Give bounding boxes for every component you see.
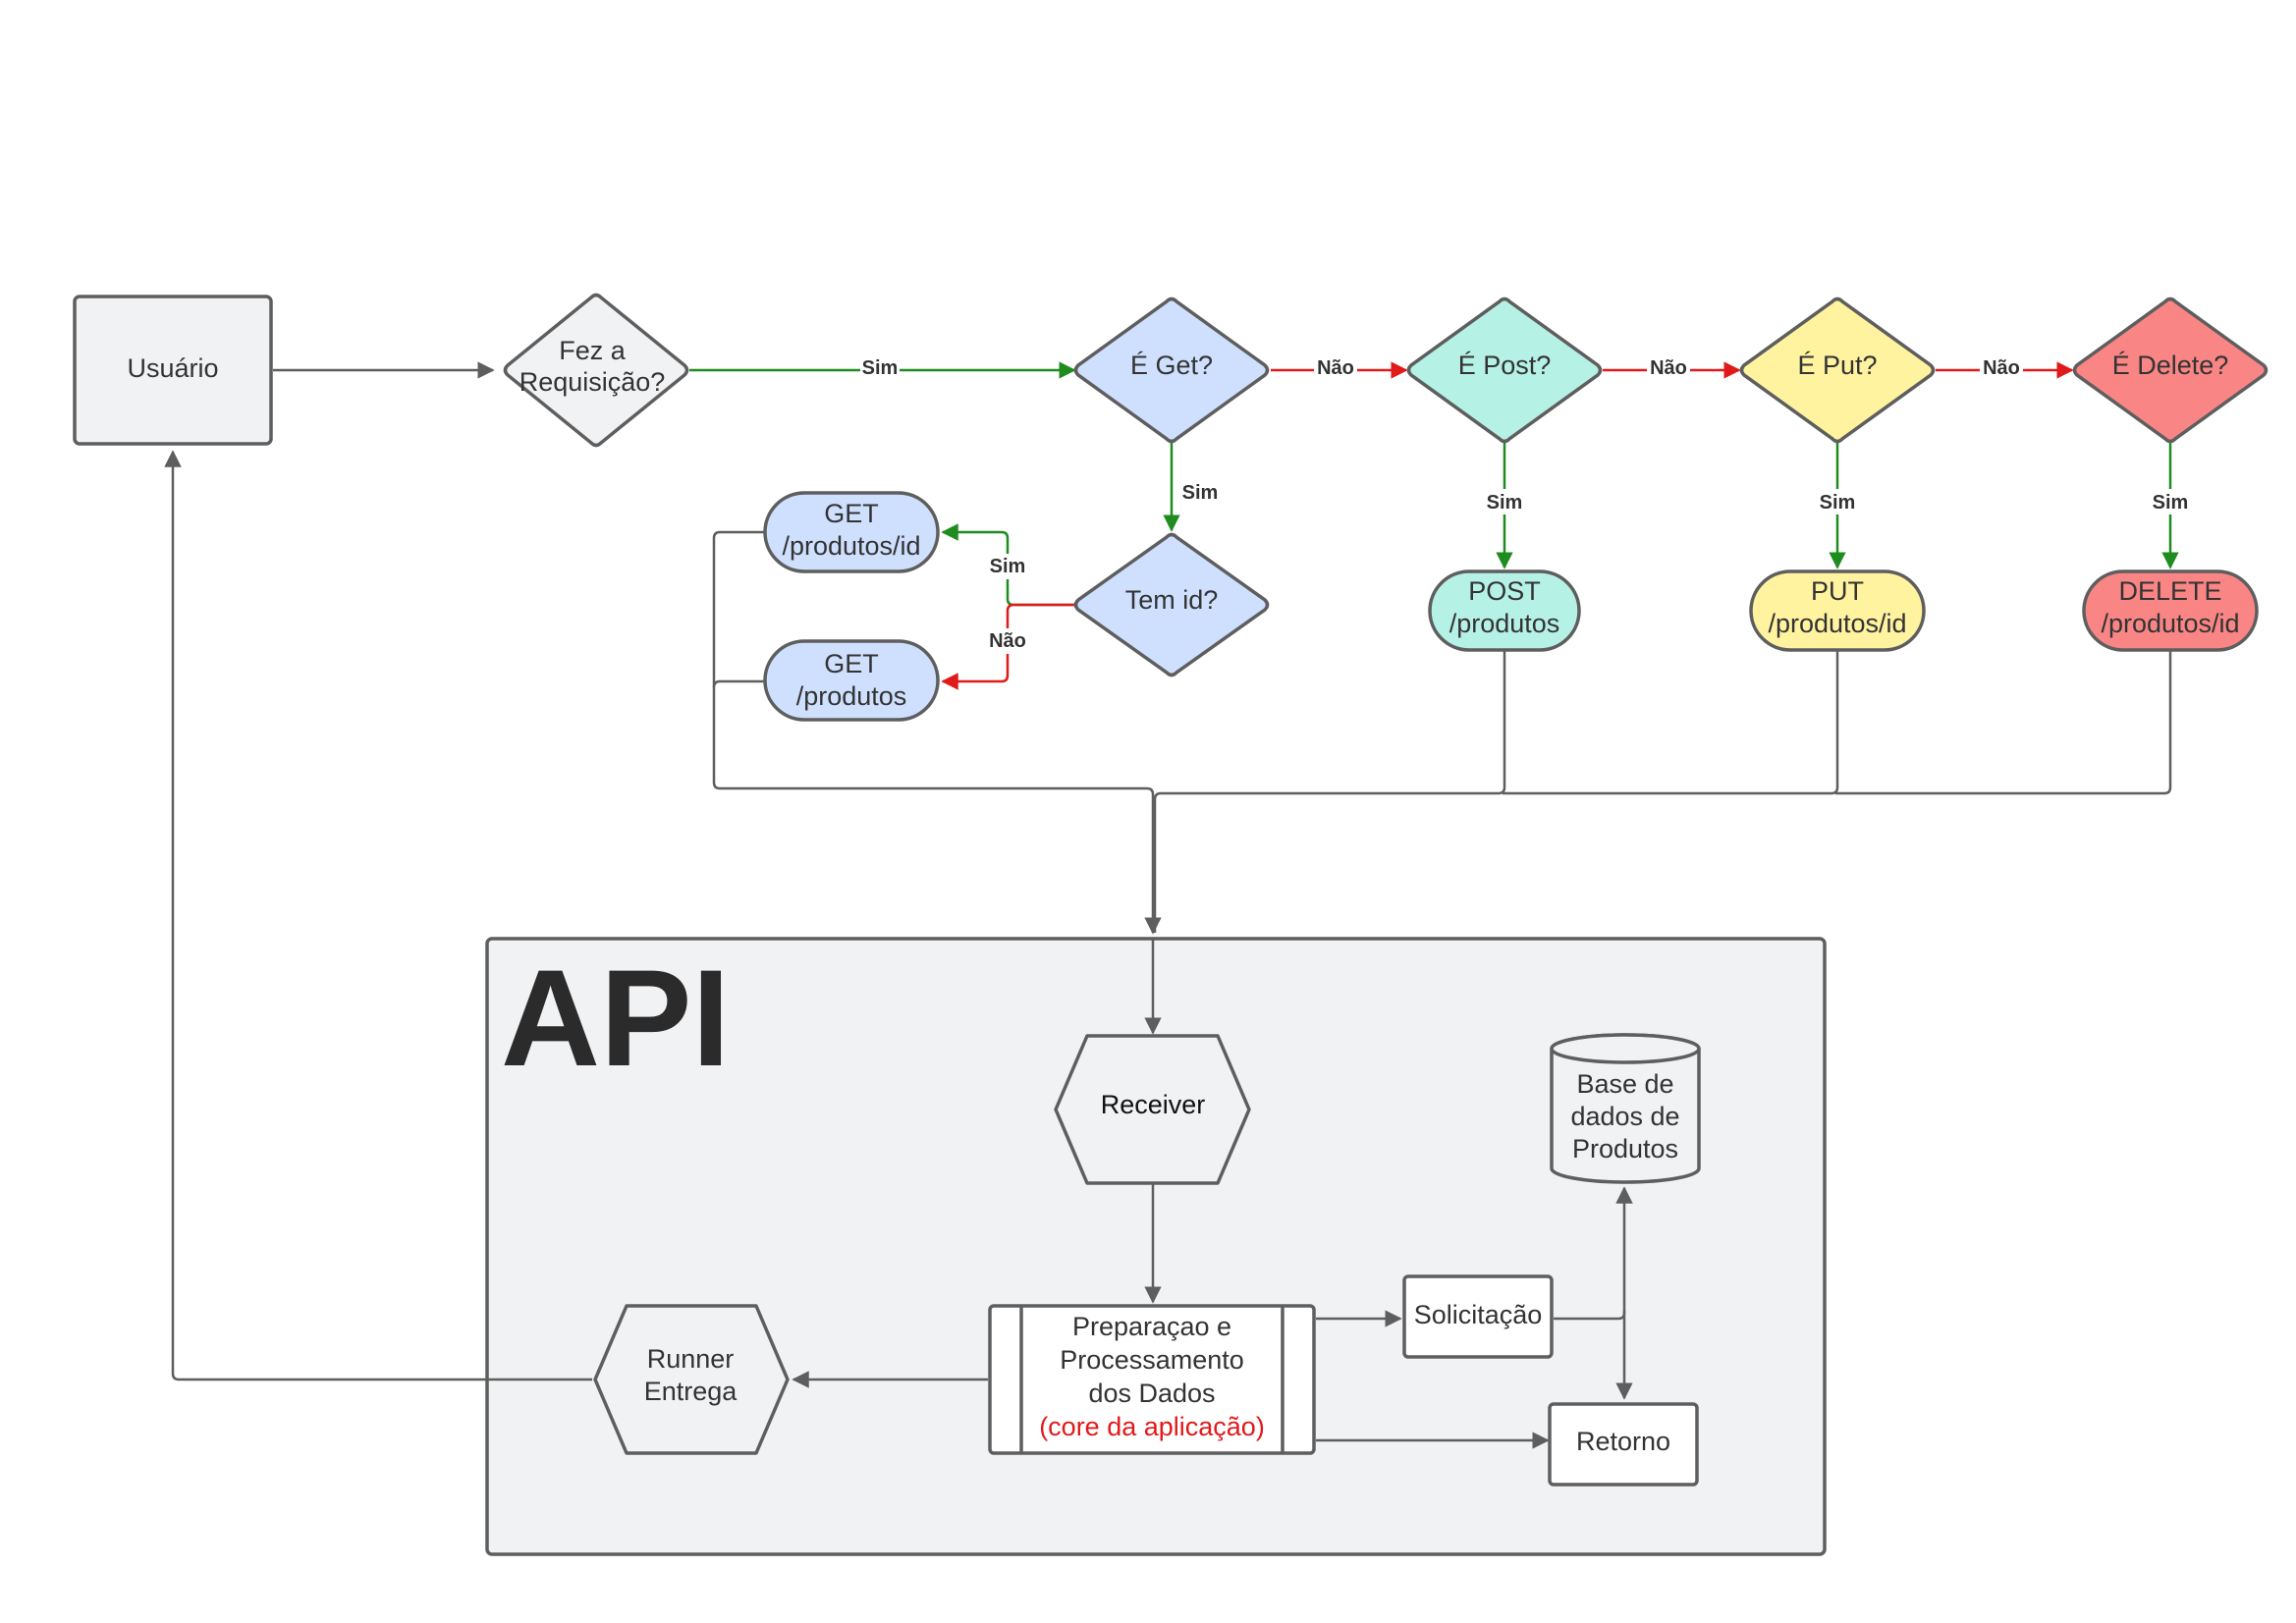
post-label-2: /produtos: [1449, 609, 1560, 638]
edge-getall-to-merge: [712, 679, 765, 688]
node-solicitacao[interactable]: Solicitação: [1402, 1274, 1554, 1359]
database-label-2: dados de: [1570, 1102, 1679, 1131]
get-id-label-2: /produtos/id: [782, 531, 920, 561]
processing-label-2: Processamento: [1060, 1345, 1244, 1375]
delete-label-2: /produtos/id: [2101, 609, 2239, 638]
node-e-get[interactable]: É Get?: [1073, 297, 1270, 444]
label-nao-temid: Não: [989, 630, 1026, 652]
node-receiver[interactable]: Receiver: [1054, 1034, 1251, 1185]
edge-postnode-to-merge: [1153, 649, 1506, 933]
solicitacao-label: Solicitação: [1414, 1300, 1543, 1329]
delete-label-1: DELETE: [2118, 576, 2221, 606]
node-database[interactable]: Base de dados de Produtos: [1550, 1033, 1701, 1184]
node-e-post[interactable]: É Post?: [1406, 297, 1603, 444]
database-label-3: Produtos: [1572, 1134, 1678, 1163]
label-sim-put: Sim: [1820, 492, 1856, 514]
node-put[interactable]: PUT /produtos/id: [1749, 569, 1926, 652]
node-post[interactable]: POST /produtos: [1428, 569, 1581, 652]
processing-label-1: Preparaçao e: [1072, 1312, 1231, 1341]
label-sim-requisicao: Sim: [862, 357, 899, 379]
node-get-id[interactable]: GET /produtos/id: [763, 491, 940, 573]
edge-putnode-to-merge: [1503, 649, 1839, 795]
node-get-all[interactable]: GET /produtos: [763, 639, 940, 722]
get-id-label-1: GET: [824, 499, 879, 528]
node-delete[interactable]: DELETE /produtos/id: [2082, 569, 2259, 652]
runner-label-2: Entrega: [644, 1377, 738, 1406]
database-label-1: Base de: [1576, 1069, 1673, 1099]
e-put-label: É Put?: [1797, 351, 1877, 380]
api-title: API: [501, 941, 730, 1095]
processing-core-label: (core da aplicação): [1039, 1412, 1265, 1441]
node-e-put[interactable]: É Put?: [1739, 297, 1936, 444]
receiver-label: Receiver: [1101, 1090, 1206, 1119]
label-nao-post: Não: [1650, 357, 1687, 379]
label-nao-put: Não: [1983, 357, 2020, 379]
edge-deletenode-to-merge: [1835, 649, 2172, 795]
e-delete-label: É Delete?: [2112, 351, 2229, 380]
edge-labels: Sim Não Não Não Sim Sim Sim Sim Sim Não: [860, 355, 2190, 654]
node-usuario[interactable]: Usuário: [73, 295, 273, 446]
label-sim-get: Sim: [1182, 482, 1219, 504]
node-e-delete[interactable]: É Delete?: [2072, 297, 2269, 444]
put-label-2: /produtos/id: [1768, 609, 1906, 638]
node-tem-id[interactable]: Tem id?: [1073, 532, 1270, 677]
runner-label-1: Runner: [647, 1344, 735, 1374]
edge-getid-to-merge: [712, 530, 1162, 935]
e-get-label: É Get?: [1130, 351, 1213, 380]
node-runner[interactable]: Runner Entrega: [593, 1304, 790, 1455]
get-all-label-1: GET: [824, 649, 879, 678]
label-sim-temid: Sim: [990, 556, 1026, 577]
post-label-1: POST: [1468, 576, 1541, 606]
fez-requisicao-label-1: Fez a: [559, 336, 627, 365]
put-label-1: PUT: [1811, 576, 1864, 606]
processing-label-3: dos Dados: [1088, 1379, 1215, 1408]
fez-requisicao-label-2: Requisição?: [519, 367, 666, 397]
api-container: API: [485, 937, 1827, 1556]
get-all-label-2: /produtos: [796, 681, 907, 711]
usuario-label: Usuário: [127, 353, 218, 383]
label-nao-get: Não: [1317, 357, 1354, 379]
node-fez-requisicao[interactable]: Fez a Requisição?: [503, 293, 689, 448]
node-processing[interactable]: Preparaçao e Processamento dos Dados (co…: [988, 1304, 1316, 1455]
retorno-label: Retorno: [1576, 1427, 1670, 1456]
label-sim-post: Sim: [1487, 492, 1523, 514]
e-post-label: É Post?: [1458, 351, 1552, 380]
label-sim-delete: Sim: [2153, 492, 2189, 514]
edge-runner-to-usuario: [164, 450, 592, 1381]
api-box: [485, 937, 1827, 1556]
node-retorno[interactable]: Retorno: [1548, 1402, 1699, 1487]
tem-id-label: Tem id?: [1125, 585, 1219, 615]
